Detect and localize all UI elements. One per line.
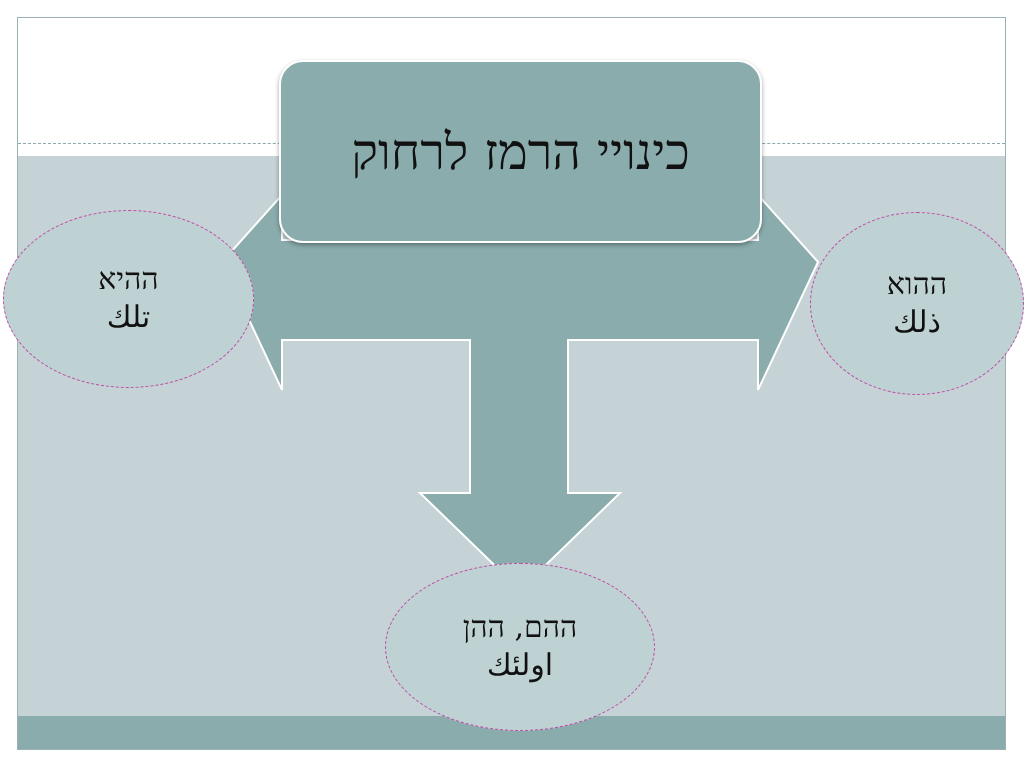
oval-bottom: ההם, ההן اولئك — [385, 563, 655, 731]
slide-frame — [17, 17, 1006, 750]
oval-bottom-hebrew: ההם, ההן — [462, 610, 578, 645]
oval-left-arabic: تلك — [106, 300, 151, 335]
title-text: כינויי הרמז לרחוק — [351, 122, 690, 181]
oval-right-arabic: ذلك — [893, 304, 941, 340]
oval-right-hebrew: ההוא — [886, 266, 948, 302]
oval-bottom-arabic: اولئك — [486, 648, 554, 683]
oval-right: ההוא ذلك — [810, 212, 1024, 395]
oval-left-hebrew: ההיא — [98, 262, 159, 297]
oval-left: ההיא تلك — [3, 210, 254, 388]
title-box: כינויי הרמז לרחוק — [279, 60, 762, 243]
three-way-arrow-shape — [220, 192, 820, 592]
